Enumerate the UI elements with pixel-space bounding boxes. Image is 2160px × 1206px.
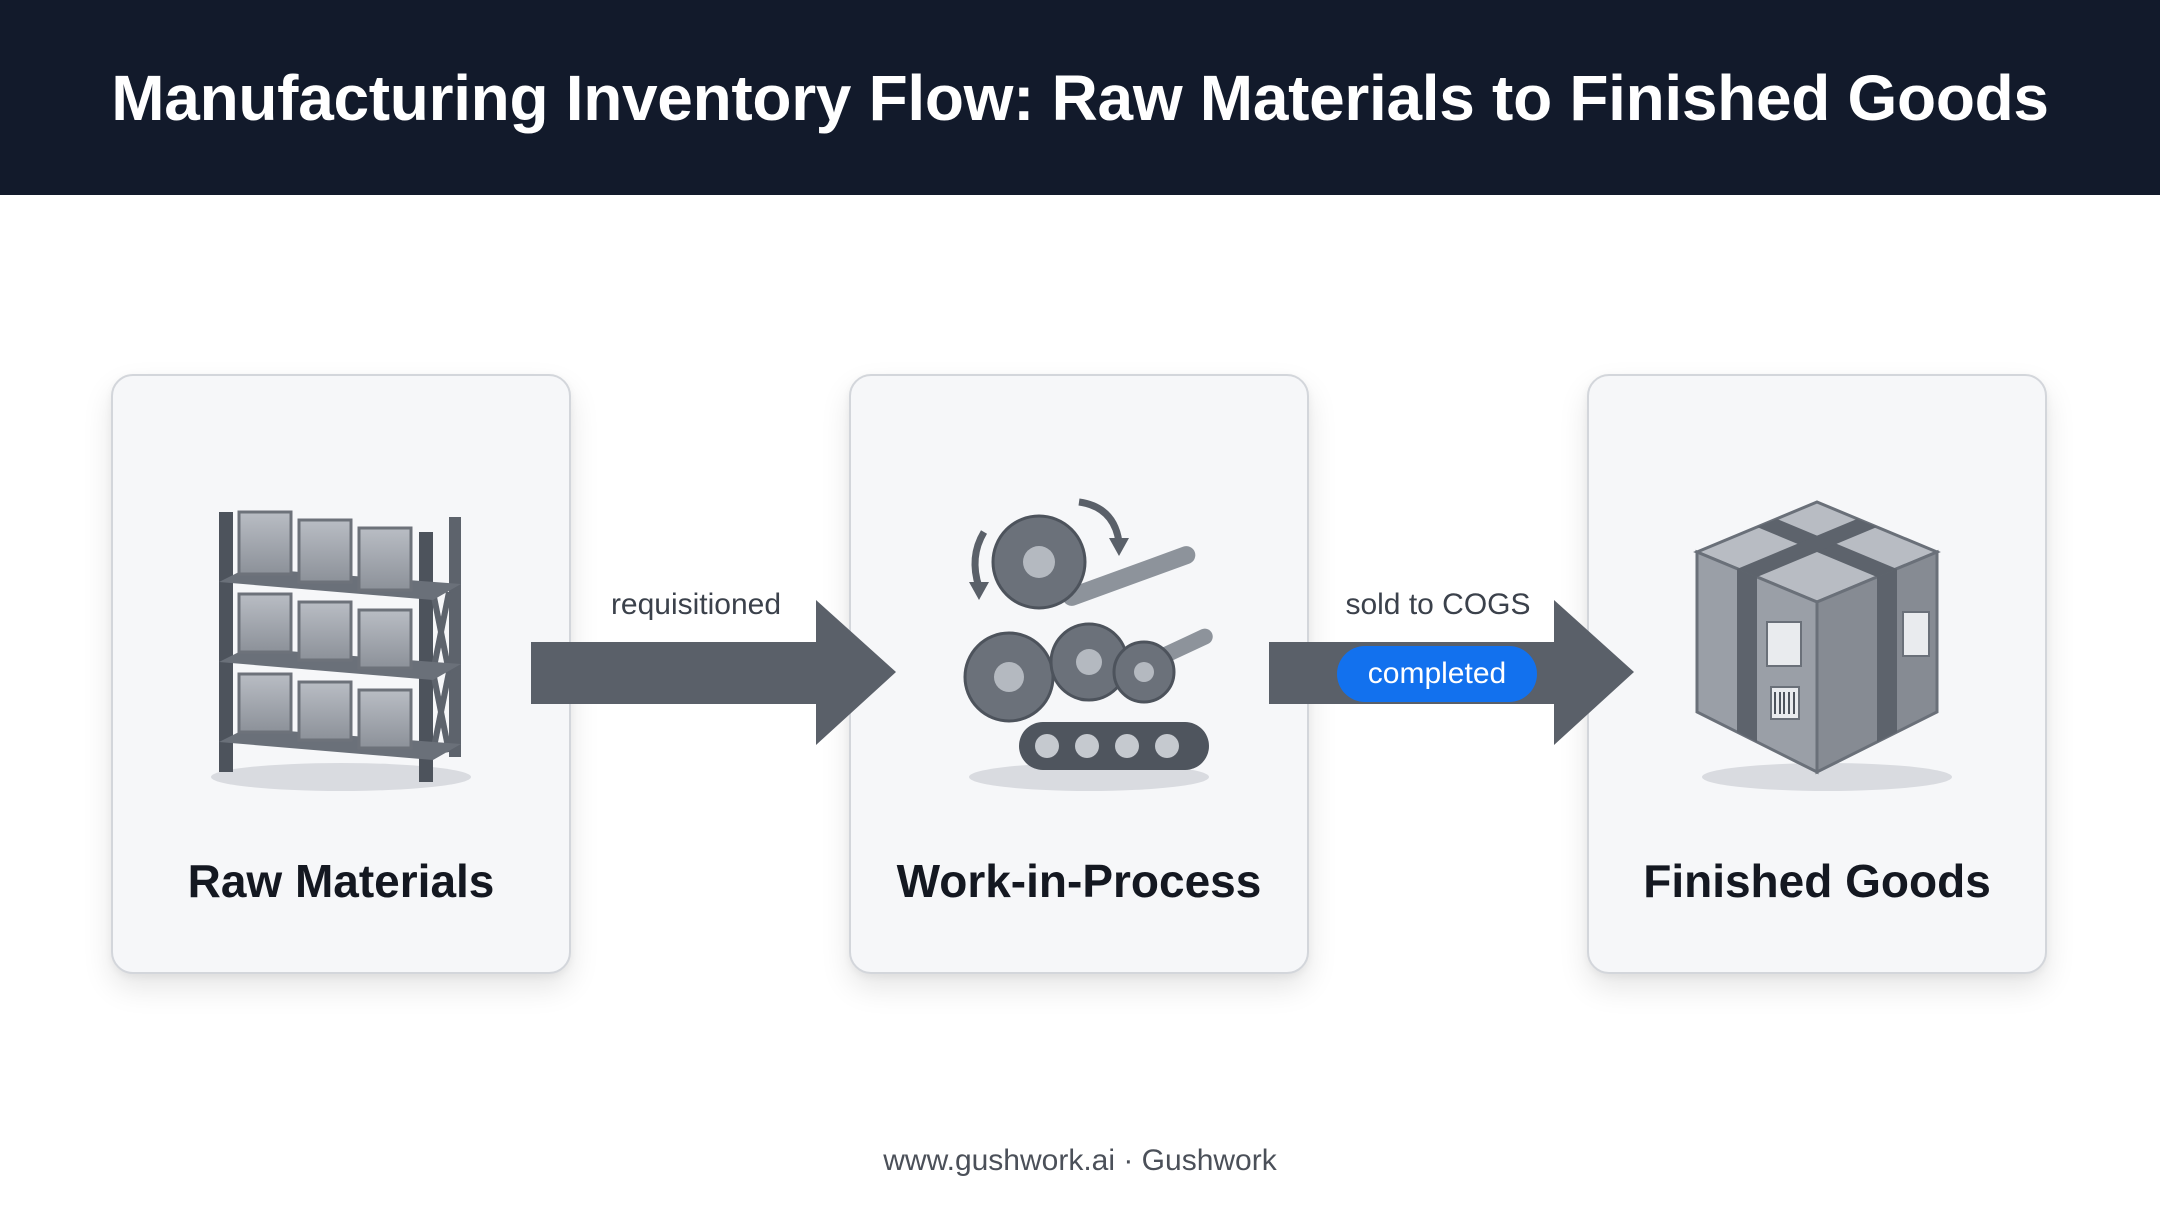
stage-title-raw-materials: Raw Materials [187, 855, 495, 907]
packaged-box-icon [1693, 500, 1952, 791]
status-badge-completed: completed [1337, 646, 1537, 702]
warehouse-shelf-icon [211, 510, 471, 791]
stage-title-work-in-process: Work-in-Process [896, 855, 1262, 907]
footer-attribution: www.gushwork.ai · Gushwork [883, 1144, 1277, 1177]
stage-card-work-in-process: Work-in-Process [849, 374, 1309, 974]
header-bar: Manufacturing Inventory Flow: Raw Materi… [0, 0, 2160, 195]
transition-label-sold-to-cogs: sold to COGS [1345, 588, 1531, 621]
page-title: Manufacturing Inventory Flow: Raw Materi… [111, 61, 2049, 134]
transition-label-requisitioned: requisitioned [610, 588, 782, 621]
gears-conveyor-icon [963, 498, 1213, 791]
stage-title-finished-goods: Finished Goods [1643, 855, 1991, 907]
stage-card-raw-materials: Raw Materials [111, 374, 571, 974]
flow-arrow-requisitioned [531, 600, 896, 745]
stage-card-finished-goods: Finished Goods [1587, 374, 2047, 974]
